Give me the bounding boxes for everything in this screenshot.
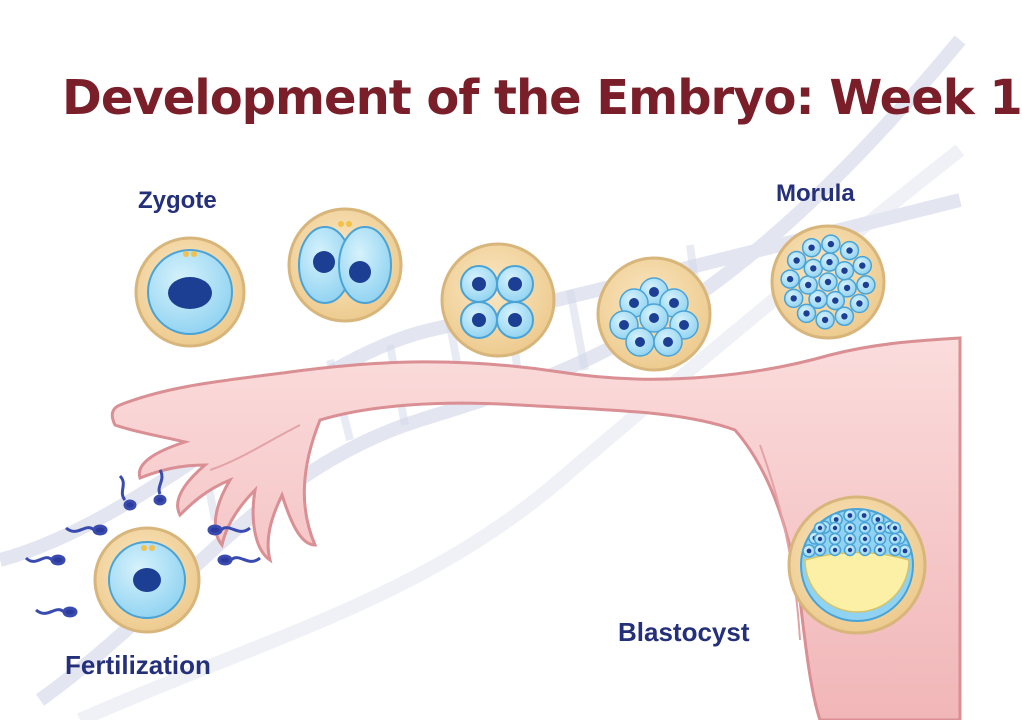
fertilization-label: Fertilization [65,650,211,680]
blastocyst-cell [787,495,927,635]
morula-blastomere [849,293,870,314]
blastocyst-cell-dot [857,508,871,523]
inner-cell-mass-dot [858,521,872,535]
blastocyst-cell-dot [843,508,857,523]
inner-cell-mass-dot [888,521,902,535]
sperm-cells [24,469,261,618]
inner-cell-mass-dot [873,543,887,557]
morula-blastomere [780,269,800,289]
inner-cell-mass-dot [813,543,827,557]
inner-cell-mass-dot [813,521,827,535]
inner-cell-mass-dot [858,543,872,557]
sperm-7 [153,469,167,506]
embryo-illustration [0,35,966,720]
inner-cell-mass-dot [828,543,842,557]
diagram-canvas: Development of the Embryo: Week 1 Zygote… [0,35,1022,720]
inner-cell-mass-dot [828,521,842,535]
four-cell-stage [440,242,556,358]
inner-cell-mass-dot [888,532,902,546]
morula-blastomere [783,288,804,309]
eight-cell-blastomere [639,303,669,333]
inner-cell-mass-dot [813,532,827,546]
morula-blastomere [786,250,807,271]
sperm-3 [35,606,78,618]
morula-blastomere [852,255,873,276]
eight-cell-blastomere [625,327,655,357]
morula-blastomere [856,275,876,295]
morula-blastomere [815,310,835,330]
morula-blastomere [818,272,838,292]
zygote-label: Zygote [138,187,217,214]
sperm-2 [24,554,66,566]
eight-cell-blastomere [619,288,649,318]
sperm-5 [217,554,261,566]
sperm-1 [65,524,108,536]
morula-blastomere [798,275,818,295]
inner-cell-mass-dot [843,543,857,557]
morula-blastomere [834,306,855,327]
inner-cell-mass-dot [828,532,842,546]
inner-cell-mass-dot [873,532,887,546]
inner-cell-mass-dot [888,543,902,557]
morula-blastomere [796,303,817,324]
morula-blastomere [801,237,822,258]
morula-cell [770,224,886,340]
fertilization-egg [93,526,201,634]
inner-cell-mass-dot [873,521,887,535]
morula-blastomere [808,289,828,310]
blastocyst-cell-dot [898,544,912,558]
eight-cell-blastomere [653,327,683,357]
sperm-4 [207,524,251,536]
eight-cell-blastomere [659,288,689,318]
inner-cell-mass-dot [858,532,872,546]
two-cell-stage [287,207,403,323]
inner-cell-mass-dot [843,532,857,546]
morula-blastomere [803,258,824,279]
sperm-6 [118,474,137,511]
inner-cell-mass-dot [843,521,857,535]
morula-blastomere [825,290,846,311]
morula-label: Morula [776,180,855,207]
morula-blastomere [834,260,855,281]
blastocyst-cell-dot [802,544,816,558]
fallopian-tube [110,336,962,720]
blastocyst-label: Blastocyst [618,617,750,647]
zygote-cell [134,236,246,348]
morula-blastomere [839,240,860,261]
page-title: Development of the Embryo: Week 1 [62,70,1022,126]
morula-blastomere [821,234,841,254]
eight-cell-stage [596,256,712,372]
